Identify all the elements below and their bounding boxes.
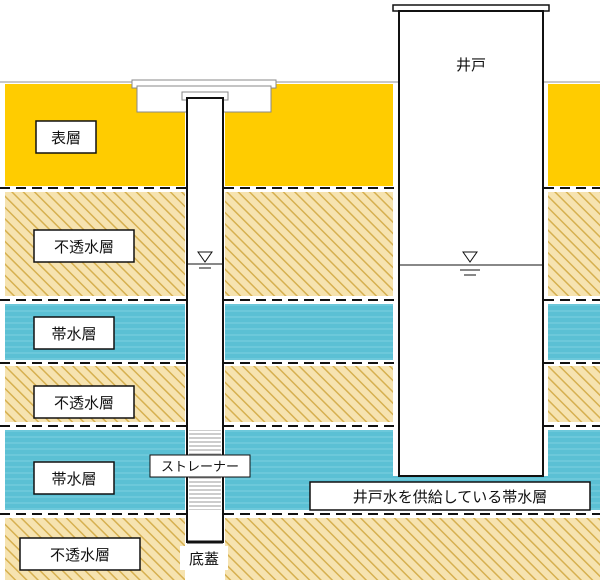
well-structure (392, 4, 550, 477)
pipe-water-level-icon (187, 251, 223, 269)
aquifer-layer-1 (5, 304, 600, 360)
impermeable-1-label-box: 不透水層 (33, 229, 135, 263)
impermeable-layer-1 (5, 192, 600, 296)
impermeable-3-label-box: 不透水層 (19, 537, 141, 571)
impermeable-3-label: 不透水層 (50, 546, 110, 564)
strainer-label-box: ストレーナー (149, 454, 251, 478)
supply-aquifer-label: 井戸水を供給している帯水層 (353, 488, 548, 506)
well-label: 井戸 (456, 56, 486, 74)
bottom-cap-label: 底蓋 (189, 550, 219, 568)
supply-aquifer-label-box: 井戸水を供給している帯水層 (309, 481, 591, 511)
aquifer-2-label-box: 帯水層 (33, 461, 115, 495)
aquifer-1-label: 帯水層 (51, 325, 96, 343)
aquifer-2-label: 帯水層 (51, 470, 96, 488)
impermeable-2-label-box: 不透水層 (33, 385, 135, 419)
surface-label: 表層 (51, 129, 81, 147)
well-water-level-icon (460, 251, 480, 276)
surface-label-box: 表層 (35, 120, 97, 154)
aquifer-1-label-box: 帯水層 (33, 316, 115, 350)
impermeable-2-label: 不透水層 (54, 394, 114, 412)
bottom-cap-label-box: 底蓋 (180, 546, 228, 570)
impermeable-1-label: 不透水層 (54, 238, 114, 256)
strainer-label: ストレーナー (161, 460, 239, 475)
